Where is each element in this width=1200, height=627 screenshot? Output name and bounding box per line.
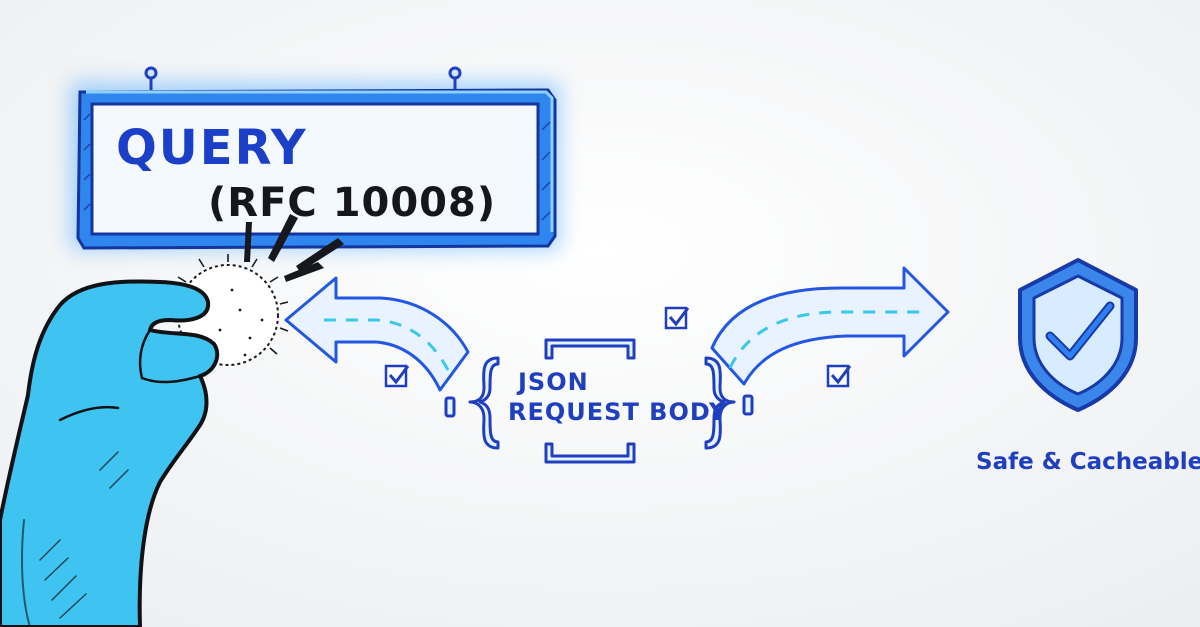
sign-subtitle: (RFC 10008)	[208, 180, 496, 226]
json-request-body-block: JSON REQUEST BODY	[444, 338, 754, 464]
arrow-to-query	[284, 276, 470, 392]
bracket-bottom	[544, 442, 636, 464]
bracket-top	[544, 338, 636, 360]
checkbox-icon-left	[384, 364, 410, 388]
sign-hook-right	[448, 66, 462, 90]
safe-cacheable-label: Safe & Cacheable	[976, 449, 1200, 475]
spark-lines	[244, 214, 344, 282]
sign-title: QUERY	[116, 120, 308, 176]
arrow-to-safe	[710, 266, 950, 386]
gloved-hand	[0, 279, 220, 627]
shield-check-icon	[1018, 258, 1138, 412]
brace-right	[704, 356, 736, 450]
sign-hook-left	[144, 66, 158, 90]
sign-panel	[90, 102, 540, 236]
checkbox-icon-right	[826, 364, 852, 388]
query-sign: QUERY (RFC 10008)	[70, 66, 560, 250]
json-label-line1: JSON	[516, 368, 589, 396]
json-label-line2: REQUEST BODY	[508, 398, 727, 426]
checkbox-icon-top	[664, 306, 690, 330]
brace-left	[468, 356, 500, 450]
